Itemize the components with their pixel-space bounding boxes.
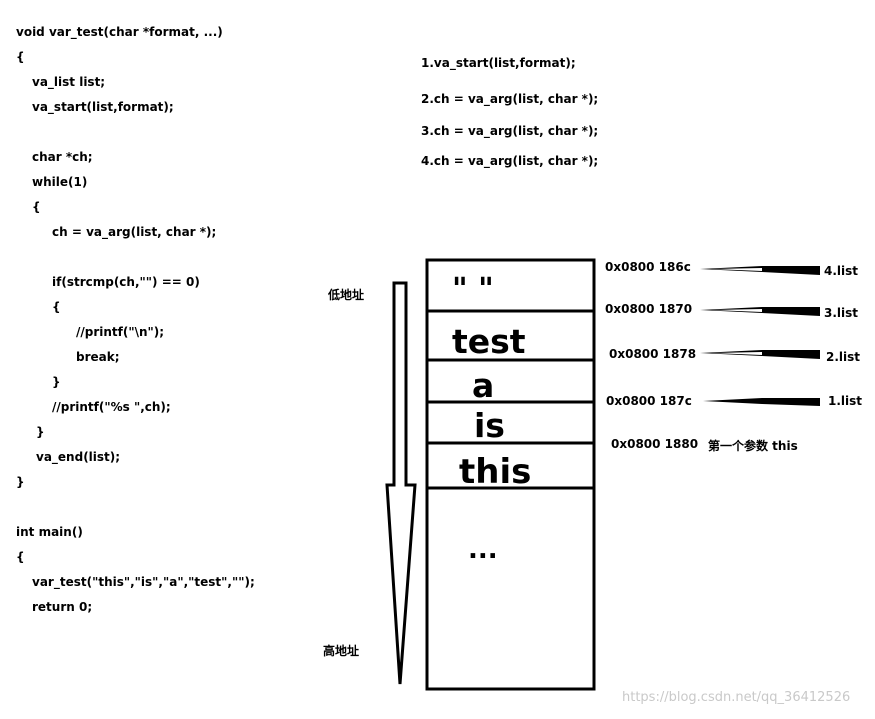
watermark: https://blog.csdn.net/qq_36412526 — [622, 690, 851, 705]
stack-cell-this: this — [459, 452, 532, 492]
step-item: 1.va_start(list,format); — [421, 56, 576, 70]
code-line: va_end(list); — [36, 450, 121, 464]
stack-cell-is: is — [474, 406, 505, 445]
code-line: ch = va_arg(list, char *); — [52, 225, 217, 239]
stack-box — [425, 258, 596, 691]
code-line: while(1) — [32, 175, 88, 189]
direction-arrow — [385, 281, 417, 685]
stack-cell-a: a — [472, 366, 495, 405]
first-param-label: 第一个参数 this — [708, 439, 798, 453]
code-line: { — [16, 550, 25, 564]
code-line: break; — [76, 350, 120, 364]
code-line: { — [16, 50, 25, 64]
code-line: va_start(list,format); — [32, 100, 174, 114]
list-label: 3.list — [824, 306, 859, 320]
code-line: var_test("this","is","a","test",""); — [32, 575, 255, 589]
code-line: } — [36, 425, 45, 439]
list-pointer-arrow — [703, 398, 820, 406]
list-label: 4.list — [824, 264, 859, 278]
code-line: //printf("%s ",ch); — [52, 400, 171, 414]
code-line: { — [32, 200, 41, 214]
step-item: 2.ch = va_arg(list, char *); — [421, 92, 599, 106]
address-label: 0x0800 186c — [605, 260, 691, 274]
code-line: char *ch; — [32, 150, 93, 164]
address-label: 0x0800 187c — [606, 394, 692, 408]
code-line: } — [52, 375, 61, 389]
low-address-label: 低地址 — [328, 288, 365, 302]
list-label: 1.list — [828, 394, 863, 408]
address-label: 0x0800 1878 — [609, 347, 697, 361]
list-pointer-arrow — [700, 350, 820, 359]
code-line: va_list list; — [32, 75, 106, 89]
list-pointer-arrow — [700, 307, 820, 316]
code-line: { — [52, 300, 61, 314]
stack-cell-empty-string: " " — [452, 272, 494, 307]
stack-cell-test: test — [452, 322, 526, 361]
address-label: 0x0800 1870 — [605, 302, 693, 316]
code-line: //printf("\n"); — [76, 325, 165, 339]
high-address-label: 高地址 — [323, 644, 360, 658]
code-line: return 0; — [32, 600, 93, 614]
address-label: 0x0800 1880 — [611, 437, 699, 451]
step-item: 3.ch = va_arg(list, char *); — [421, 124, 599, 138]
code-line: int main() — [16, 525, 83, 539]
step-item: 4.ch = va_arg(list, char *); — [421, 154, 599, 168]
stack-cell-ellipsis: ... — [468, 535, 498, 565]
code-line: void var_test(char *format, ...) — [16, 25, 223, 39]
code-line: } — [16, 475, 25, 489]
code-line: if(strcmp(ch,"") == 0) — [52, 275, 200, 289]
list-label: 2.list — [826, 350, 861, 364]
list-pointer-arrow — [700, 266, 820, 275]
